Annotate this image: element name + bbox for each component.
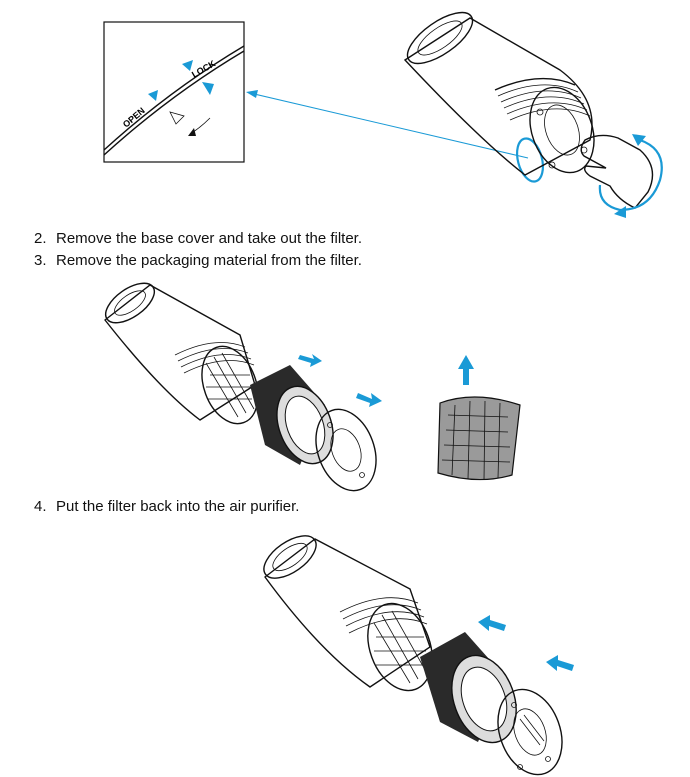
step-2-number: 2. <box>34 230 47 247</box>
lock-marker-icon <box>182 60 193 71</box>
detail-pointer <box>246 90 545 183</box>
figure-reassembly <box>263 535 574 776</box>
step-2-text: Remove the base cover and take out the f… <box>56 230 363 247</box>
arrow-left-icon <box>546 655 574 671</box>
pointer-marker-icon <box>202 82 214 95</box>
arrow-up-icon <box>458 355 474 385</box>
filter <box>250 365 334 465</box>
step-3: 3. Remove the packaging material from the… <box>34 251 362 271</box>
step-4: 4. Put the filter back into the air purif… <box>34 497 299 517</box>
figure-disassembly <box>104 282 521 492</box>
purifier-body <box>403 11 595 176</box>
figure-remove-base-cover: OPEN LOCK <box>103 11 663 218</box>
packaged-filter <box>437 396 521 481</box>
arrow-right-icon <box>298 354 322 367</box>
purifier-body <box>104 282 259 425</box>
arrow-left-icon <box>478 615 506 631</box>
base-cover <box>497 688 563 776</box>
step-3-number: 3. <box>34 252 47 269</box>
filter <box>420 632 517 744</box>
open-marker-icon <box>148 90 158 101</box>
detail-inset: OPEN LOCK <box>103 21 245 163</box>
purifier-body <box>263 535 433 692</box>
arrow-right-icon <box>356 393 382 407</box>
step-4-text: Put the filter back into the air purifie… <box>56 498 300 515</box>
step-4-number: 4. <box>34 498 47 515</box>
rotation-arrow-icon <box>598 134 663 218</box>
base-cover <box>315 408 377 492</box>
step-3-text: Remove the packaging material from the f… <box>56 252 362 269</box>
hand-icon <box>580 134 654 209</box>
step-2: 2. Remove the base cover and take out the… <box>34 229 362 249</box>
